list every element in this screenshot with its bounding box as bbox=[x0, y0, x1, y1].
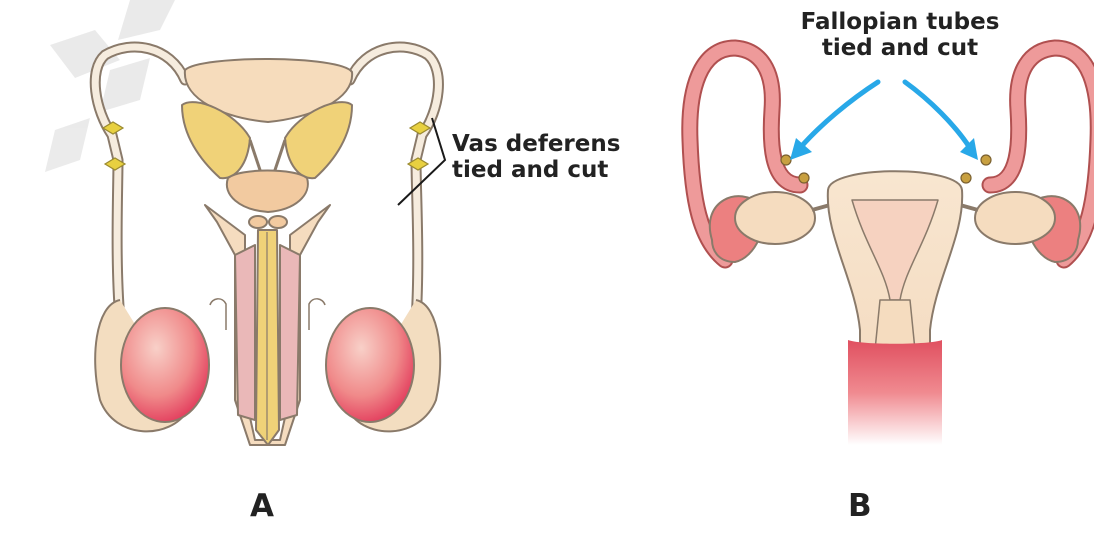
testis-right bbox=[326, 308, 414, 422]
female-anatomy bbox=[690, 48, 1094, 485]
male-anatomy bbox=[95, 47, 440, 445]
fal-label-line-1: Fallopian tubes bbox=[782, 9, 1018, 35]
fal-label-line-2: tied and cut bbox=[782, 35, 1018, 61]
panel-label-b: B bbox=[848, 488, 872, 524]
ovary-right bbox=[975, 192, 1055, 244]
vas-label-line-1: Vas deferens bbox=[452, 131, 620, 157]
corpus-cavernosum-right bbox=[280, 245, 300, 420]
arrow-right bbox=[905, 82, 970, 148]
testis-left bbox=[121, 308, 209, 422]
vagina bbox=[848, 340, 942, 445]
vas-deferens-label: Vas deferens tied and cut bbox=[452, 131, 620, 184]
vas-ties bbox=[103, 122, 430, 170]
vas-deferens-right bbox=[350, 47, 438, 320]
corpus-cavernosum-left bbox=[235, 245, 255, 420]
vas-label-line-2: tied and cut bbox=[452, 157, 620, 183]
pointer-arrows bbox=[790, 82, 978, 160]
cervix bbox=[875, 300, 915, 350]
prostate bbox=[227, 171, 308, 213]
fallopian-tubes-label: Fallopian tubes tied and cut bbox=[782, 9, 1018, 62]
panel-label-a: A bbox=[250, 488, 274, 524]
arrow-left bbox=[800, 82, 878, 148]
ovary-left bbox=[735, 192, 815, 244]
